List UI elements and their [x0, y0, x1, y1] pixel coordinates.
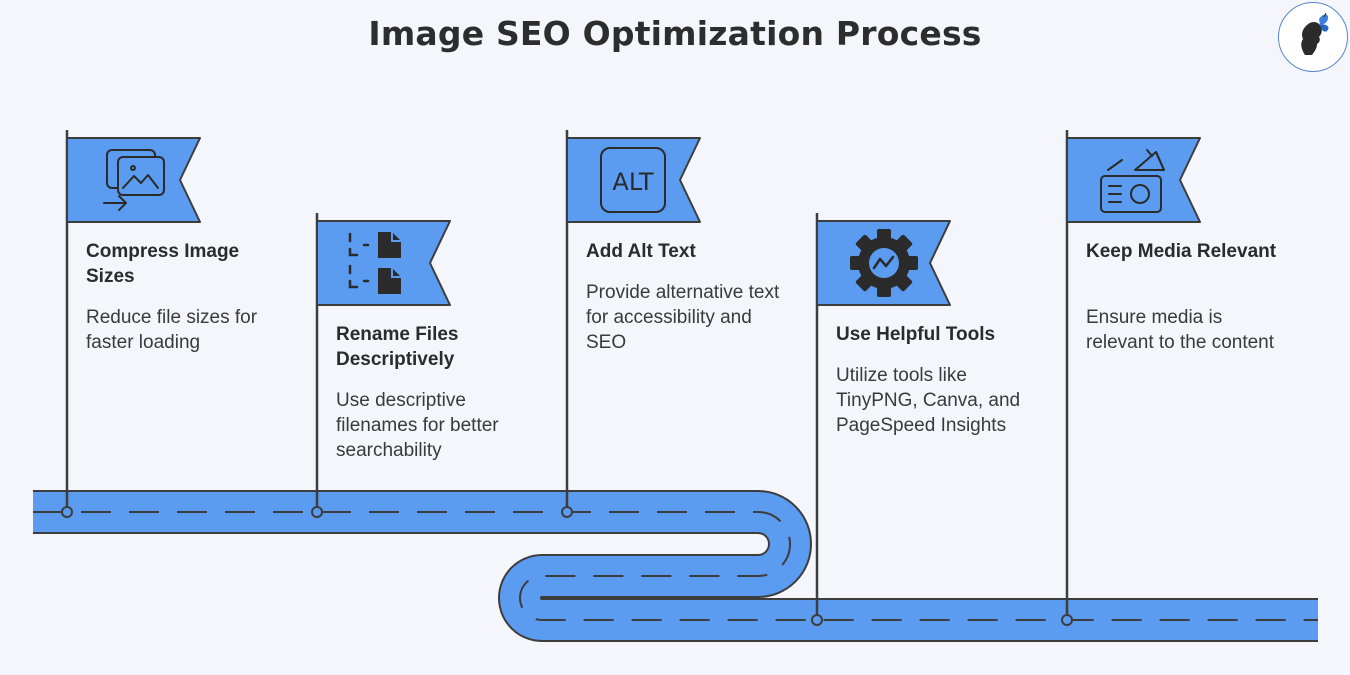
step-1-title: Compress Image Sizes — [86, 241, 240, 287]
step-5-desc: Ensure media is relevant to the content — [1086, 307, 1275, 353]
step-4-title: Use Helpful Tools — [836, 324, 996, 345]
pole-base-3 — [561, 506, 573, 518]
pole-base-1 — [61, 506, 73, 518]
step-1-desc: Reduce file sizes for faster loading — [86, 307, 258, 353]
road-center-dashes — [33, 511, 1318, 621]
file-rename-icon — [348, 232, 401, 294]
alt-icon-label: ALT — [612, 168, 653, 196]
winding-road — [33, 490, 1318, 642]
step-2-desc: Use descriptive filenames for better sea… — [336, 390, 499, 461]
pole-base-5 — [1061, 614, 1073, 626]
road-surface — [33, 492, 1318, 640]
logo — [1278, 2, 1348, 72]
gear-icon — [850, 229, 918, 297]
butterfly-profile-logo-icon — [1301, 12, 1329, 55]
step-3-title: Add Alt Text — [586, 241, 696, 262]
flag-5 — [1066, 137, 1201, 223]
step-4-desc: Utilize tools like TinyPNG, Canva, and P… — [836, 365, 1021, 436]
pole-base-2 — [311, 506, 323, 518]
media-megaphone-icon — [1100, 149, 1165, 213]
pole-base-4 — [811, 614, 823, 626]
alt-text-icon: ALT — [600, 147, 666, 213]
step-3-desc: Provide alternative text for accessibili… — [586, 282, 780, 353]
step-2-title: Rename Files Descriptively — [336, 324, 459, 370]
image-compress-icon — [103, 149, 165, 211]
page-title: Image SEO Optimization Process — [368, 14, 982, 53]
step-5-title: Keep Media Relevant — [1086, 241, 1277, 262]
